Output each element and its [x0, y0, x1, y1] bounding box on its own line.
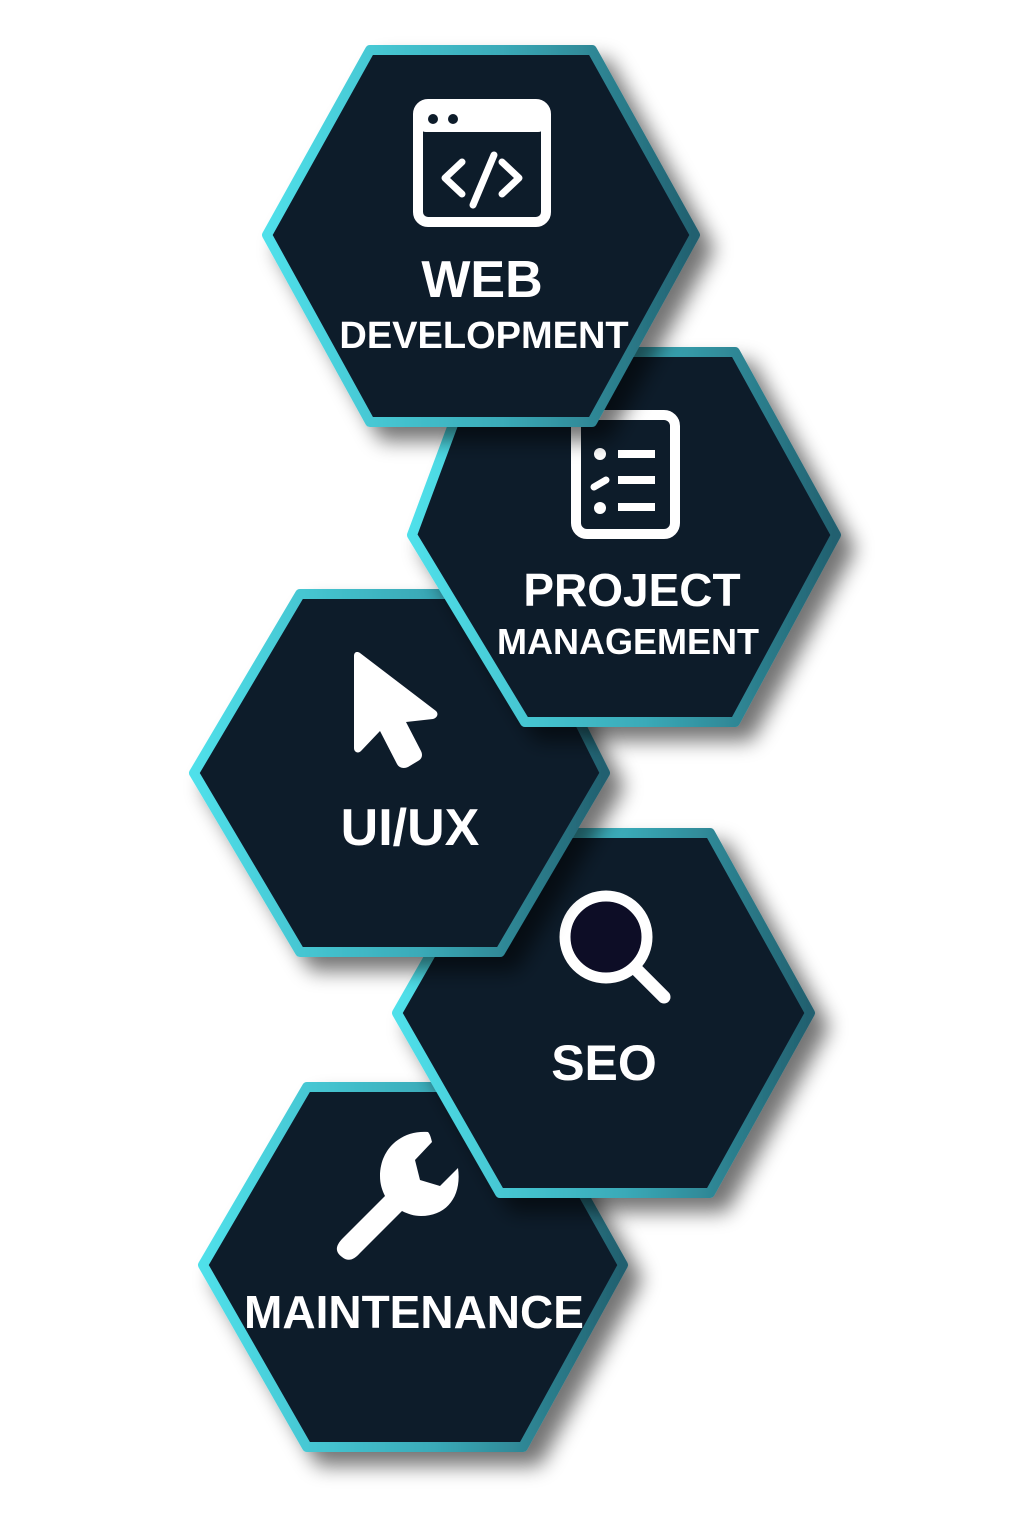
- service-hex-web-development[interactable]: WEB DEVELOPMENT: [262, 45, 700, 427]
- browser-code-icon: [413, 99, 551, 227]
- wrench-icon: [336, 1131, 459, 1260]
- service-label-management: MANAGEMENT: [497, 621, 759, 662]
- checklist-document-icon: [571, 410, 680, 539]
- hexagon-shape: [262, 45, 700, 427]
- service-label-ui-ux: UI/UX: [341, 799, 480, 857]
- service-label-seo: SEO: [551, 1035, 657, 1091]
- cursor-arrow-icon: [354, 652, 438, 768]
- service-label-project: PROJECT: [523, 564, 740, 616]
- magnifier-icon: [559, 890, 671, 1004]
- service-label-maintenance: MAINTENANCE: [244, 1286, 584, 1338]
- service-label-development: DEVELOPMENT: [339, 315, 628, 357]
- service-label-web: WEB: [421, 251, 542, 309]
